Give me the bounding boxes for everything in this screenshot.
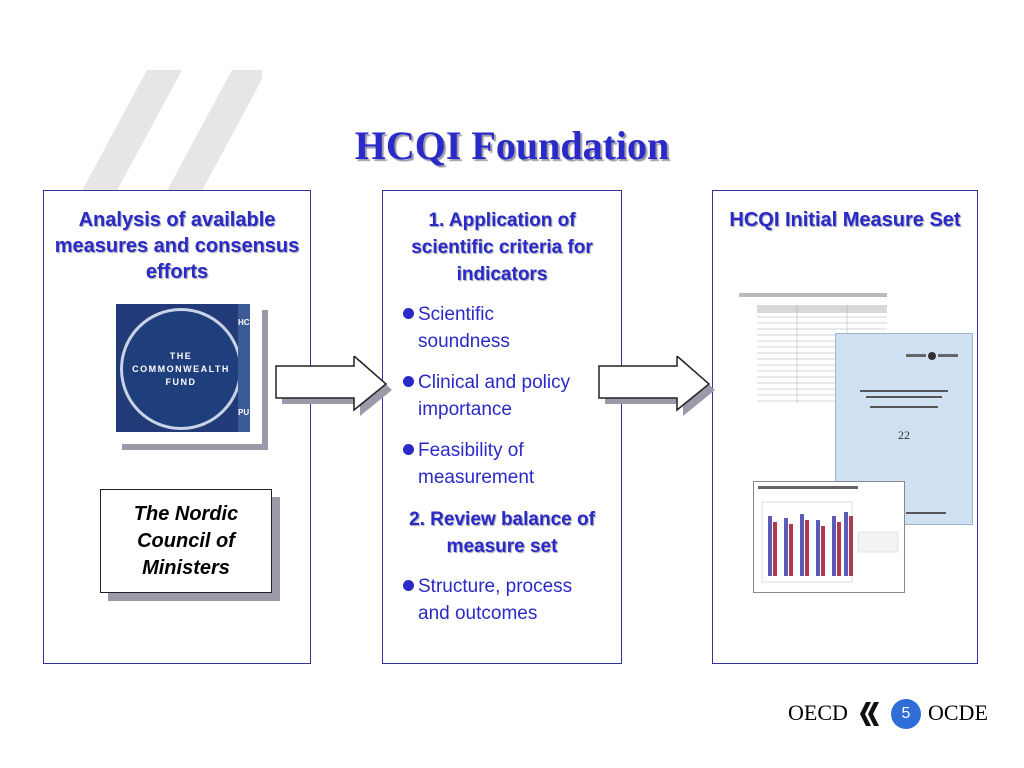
bullet-dot-icon [403,376,414,387]
nordic-council-box: The Nordic Council of Ministers [100,489,272,593]
bullet-text: Clinical and policy importance [418,372,571,420]
slide-title: HCQI Foundation [354,123,670,168]
report-number: 22 [898,428,910,442]
bullet-item: Structure, process and outcomes [403,573,633,627]
criteria-panel: 1. Application of scientific criteria fo… [382,190,622,664]
measure-set-panel: HCQI Initial Measure Set 22 [712,190,978,664]
footer-oecd: OECD [788,700,848,725]
report-cover-graphic [860,352,958,514]
page-number-badge: 5 [891,699,921,729]
bullet-dot-icon [403,308,414,319]
logo-strip-top: HC [238,318,250,327]
cancer-survival-chart-thumbnail [753,481,905,593]
measure-set-heading: HCQI Initial Measure Set [729,209,961,231]
bullet-item: Feasibility of measurement [403,437,633,491]
bullet-text: Feasibility of measurement [418,440,535,488]
analysis-panel: Analysis of available measures and conse… [43,190,311,664]
bullet-item: Scientific soundness [403,301,633,355]
bullet-dot-icon [403,580,414,591]
bullet-text: Structure, process and outcomes [418,576,573,624]
logo-strip-bottom: PU [238,408,250,417]
nordic-council-text: The Nordic Council of Ministers [133,502,239,579]
bullet-item: Clinical and policy importance [403,369,633,423]
logo-line-3: FUND [165,376,197,387]
analysis-heading: Analysis of available measures and conse… [54,209,300,283]
commonwealth-fund-logo: THE COMMONWEALTH FUND HC PU [116,304,262,444]
logo-line-2: COMMONWEALTH [132,363,230,374]
footer-ocde: OCDE [928,700,988,725]
bullet-text: Scientific soundness [418,304,510,352]
logo-line-1: THE [169,350,193,361]
arrow-right-icon [598,356,715,416]
bullet-dot-icon [403,444,414,455]
step-1-heading: 1. Application of scientific criteria fo… [411,210,593,285]
arrow-right-icon [275,356,392,416]
step-2-heading: 2. Review balance of measure set [409,509,595,557]
oecd-logo-icon [860,702,879,726]
